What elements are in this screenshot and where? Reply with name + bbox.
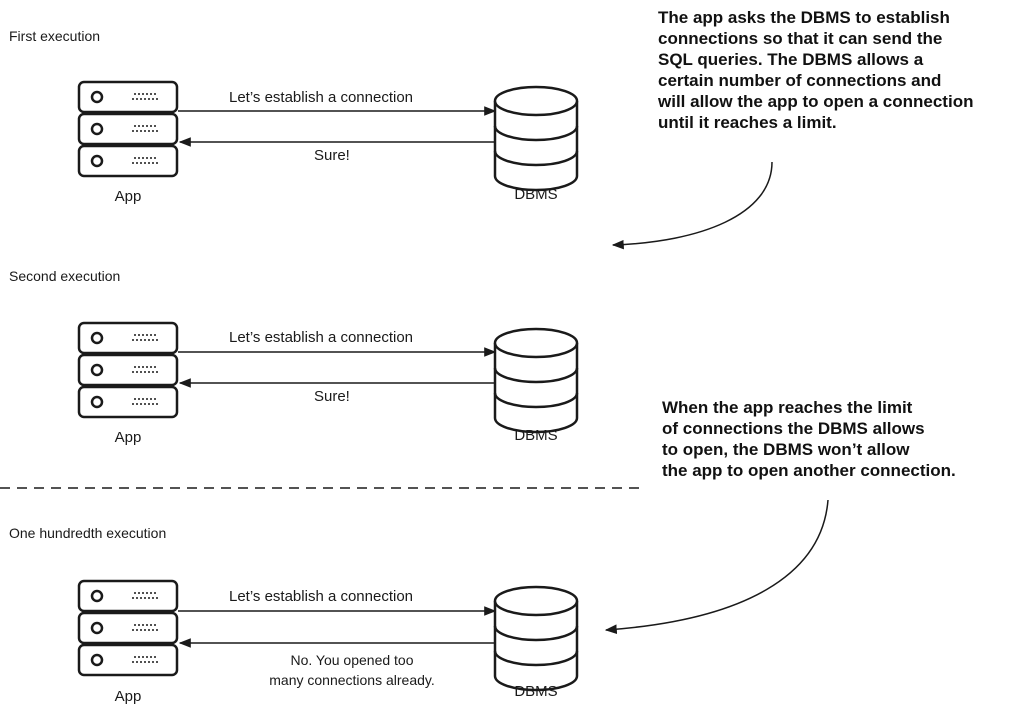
database-icon-1 <box>493 85 579 192</box>
app-server-icon-2 <box>77 321 179 419</box>
request-label-3: Let’s establish a connection <box>229 588 414 605</box>
section-title-first: First execution <box>9 28 101 44</box>
dbms-label-2: DBMS <box>514 427 558 444</box>
annotation-top-line: will allow the app to open a connection <box>658 92 974 111</box>
annotation-bottom-line: the app to open another connection. <box>662 461 956 480</box>
request-label-2: Let’s establish a connection <box>229 329 414 346</box>
annotation-top-line: The app asks the DBMS to establish <box>658 8 950 27</box>
dbms-label-3: DBMS <box>514 683 558 700</box>
dbms-label-1: DBMS <box>514 186 558 203</box>
annotation-top-line: until it reaches a limit. <box>658 113 837 132</box>
reply-label-2: Sure! <box>314 388 350 405</box>
app-server-icon-3 <box>77 579 179 677</box>
annotation-top-line: connections so that it can send the <box>658 29 943 48</box>
section-title-second: Second execution <box>9 268 121 284</box>
annotation-top-line: certain number of connections and <box>658 71 942 90</box>
reply-label-1: Sure! <box>314 147 350 164</box>
request-label-1: Let’s establish a connection <box>229 89 414 106</box>
database-icon-2 <box>493 327 579 434</box>
annotation-top-line: SQL queries. The DBMS allows a <box>658 50 924 69</box>
callout-arrow-top <box>611 161 773 250</box>
reply-label-3-line1: No. You opened too <box>290 652 414 668</box>
annotation-bottom: When the app reaches the limit of connec… <box>662 397 1034 481</box>
annotation-top: The app asks the DBMS to establish conne… <box>658 7 1034 133</box>
reply-label-3-line2: many connections already. <box>269 672 435 688</box>
reply-label-3: No. You opened too many connections alre… <box>252 650 452 690</box>
section-title-hundredth: One hundredth execution <box>9 525 167 541</box>
annotation-bottom-line: of connections the DBMS allows <box>662 419 925 438</box>
app-label-1: App <box>114 188 142 205</box>
app-server-icon-1 <box>77 80 179 178</box>
annotation-bottom-line: to open, the DBMS won’t allow <box>662 440 910 459</box>
callout-arrow-bottom <box>604 499 829 635</box>
app-label-2: App <box>114 429 142 446</box>
annotation-bottom-line: When the app reaches the limit <box>662 398 913 417</box>
database-icon-3 <box>493 585 579 692</box>
app-label-3: App <box>114 688 142 705</box>
